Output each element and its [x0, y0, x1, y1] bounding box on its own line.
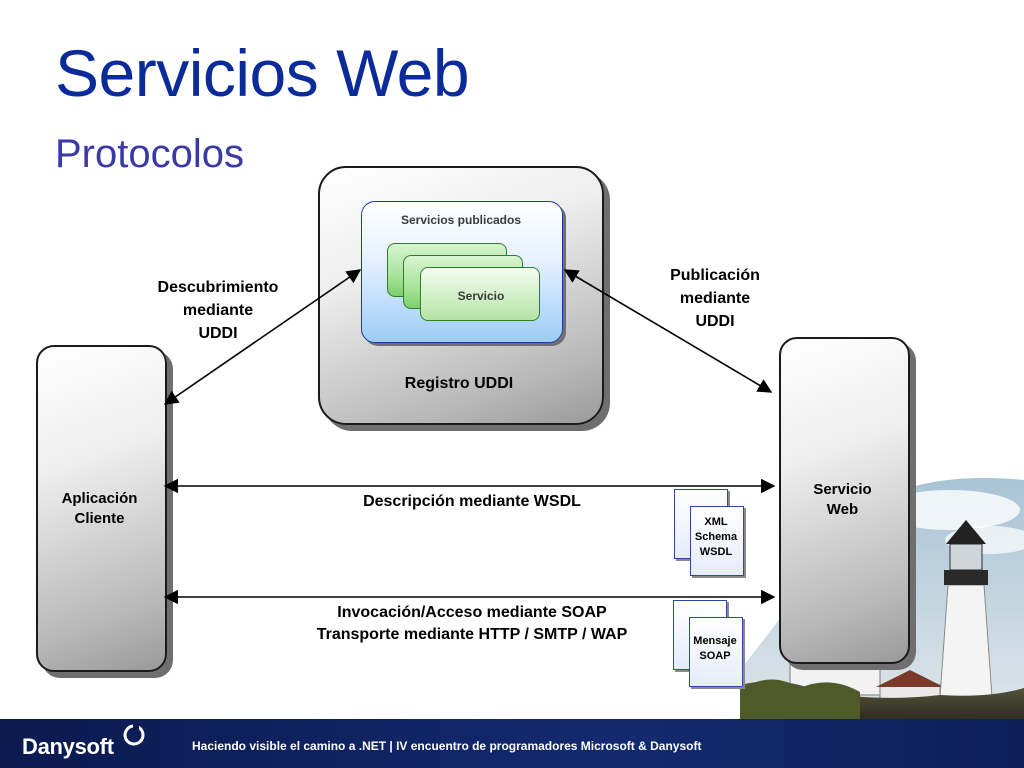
uddi-registry-label: Registro UDDI — [404, 375, 514, 392]
published-services-label: Servicios publicados — [400, 213, 522, 227]
brand-logo-icon — [123, 724, 145, 746]
web-service-box — [779, 337, 910, 664]
discovery-arrow — [163, 269, 362, 405]
publication-arrow — [563, 269, 773, 393]
service-label: Servicio — [457, 289, 505, 303]
wsdl-document-icon — [690, 506, 744, 576]
soap-document-icon — [689, 617, 743, 687]
footer-bar — [0, 719, 1024, 768]
client-application-box — [36, 345, 167, 672]
page-subtitle: Protocolos — [55, 132, 244, 176]
page-title: Servicios Web — [55, 36, 470, 110]
service-card-front — [420, 267, 540, 321]
footer-tagline: Haciendo visible el camino a .NET | IV e… — [192, 739, 702, 753]
brand-logo-text: Danysoft — [22, 734, 114, 759]
wsdl-description-label: Descripción mediante WSDL — [363, 493, 581, 510]
